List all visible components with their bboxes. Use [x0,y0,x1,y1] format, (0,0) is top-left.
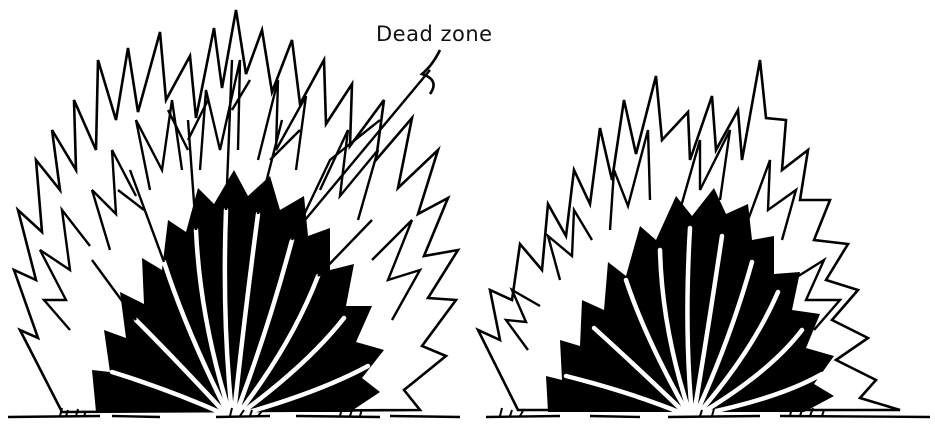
dead-zone-label: Dead zone [376,22,493,46]
left-plant [14,10,458,414]
dead-zone-callout: Dead zone [376,22,493,94]
left-ground-line [8,416,460,417]
dead-zone-leader-line [422,50,440,94]
right-plant [478,60,900,414]
right-ground-line [486,416,930,417]
